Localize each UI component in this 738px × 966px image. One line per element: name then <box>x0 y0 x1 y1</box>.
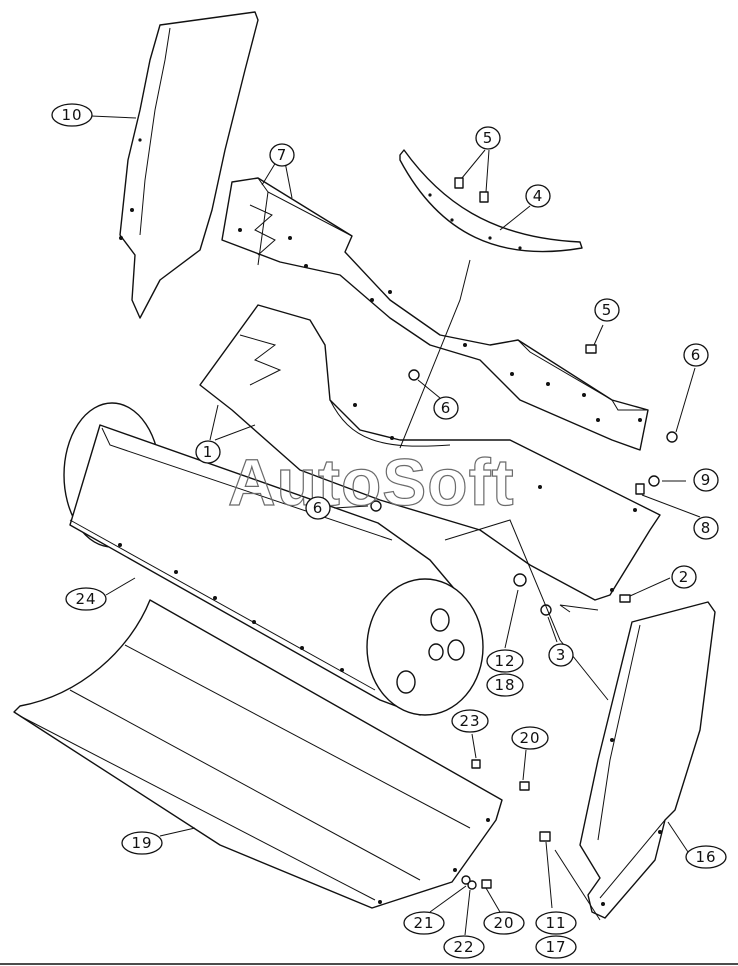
svg-text:20: 20 <box>493 914 514 932</box>
callout: 16 <box>685 845 727 869</box>
callout: 5 <box>475 126 501 150</box>
svg-text:17: 17 <box>545 938 566 956</box>
callout: 1 <box>195 440 221 464</box>
callout: 7 <box>269 143 295 167</box>
callout: 8 <box>693 516 719 540</box>
svg-text:16: 16 <box>695 848 716 866</box>
callout: 19 <box>121 831 163 855</box>
svg-text:9: 9 <box>701 471 712 489</box>
callout: 10 <box>51 103 93 127</box>
curved-strap-part-4 <box>399 149 583 253</box>
svg-text:11: 11 <box>545 914 566 932</box>
frame-channel-part-1 <box>199 304 661 601</box>
callout: 20 <box>483 911 525 935</box>
svg-text:24: 24 <box>75 590 96 608</box>
svg-text:5: 5 <box>602 301 613 319</box>
svg-text:20: 20 <box>519 729 540 747</box>
watermark: AutoSoft <box>228 445 515 519</box>
svg-text:22: 22 <box>453 938 474 956</box>
callout: 23 <box>451 709 489 733</box>
svg-text:8: 8 <box>701 519 712 537</box>
callout: 11 <box>535 911 577 935</box>
frame-channel-part-7 <box>221 177 649 451</box>
svg-text:23: 23 <box>459 712 480 730</box>
callout: 6 <box>305 496 331 520</box>
svg-text:18: 18 <box>494 676 515 694</box>
svg-text:6: 6 <box>441 399 452 417</box>
svg-text:3: 3 <box>556 646 567 664</box>
leader-lines <box>90 115 701 936</box>
callout: 4 <box>525 184 551 208</box>
callout: 12 <box>486 649 524 673</box>
callout: 9 <box>693 468 719 492</box>
svg-text:21: 21 <box>413 914 434 932</box>
callout: 3 <box>548 643 574 667</box>
svg-text:2: 2 <box>679 568 690 586</box>
side-panel-part-10 <box>119 11 259 319</box>
curved-pan-part-19 <box>13 599 503 909</box>
callout: 2 <box>671 565 697 589</box>
callout: 20 <box>511 726 549 750</box>
svg-text:5: 5 <box>483 129 494 147</box>
callout: 17 <box>535 935 577 959</box>
callout: 24 <box>65 587 107 611</box>
callout: 22 <box>443 935 485 959</box>
callout: 5 <box>594 298 620 322</box>
svg-text:6: 6 <box>313 499 324 517</box>
svg-text:10: 10 <box>61 106 82 124</box>
callout: 6 <box>683 343 709 367</box>
svg-text:19: 19 <box>131 834 152 852</box>
svg-text:1: 1 <box>203 443 214 461</box>
callout: 18 <box>486 673 524 697</box>
svg-text:7: 7 <box>277 146 288 164</box>
svg-text:6: 6 <box>691 346 702 364</box>
svg-text:12: 12 <box>494 652 515 670</box>
callout: 21 <box>403 911 445 935</box>
drum-part-24 <box>63 402 484 716</box>
callout: 6 <box>433 396 459 420</box>
svg-text:4: 4 <box>533 187 544 205</box>
side-panel-part-16 <box>579 601 716 919</box>
